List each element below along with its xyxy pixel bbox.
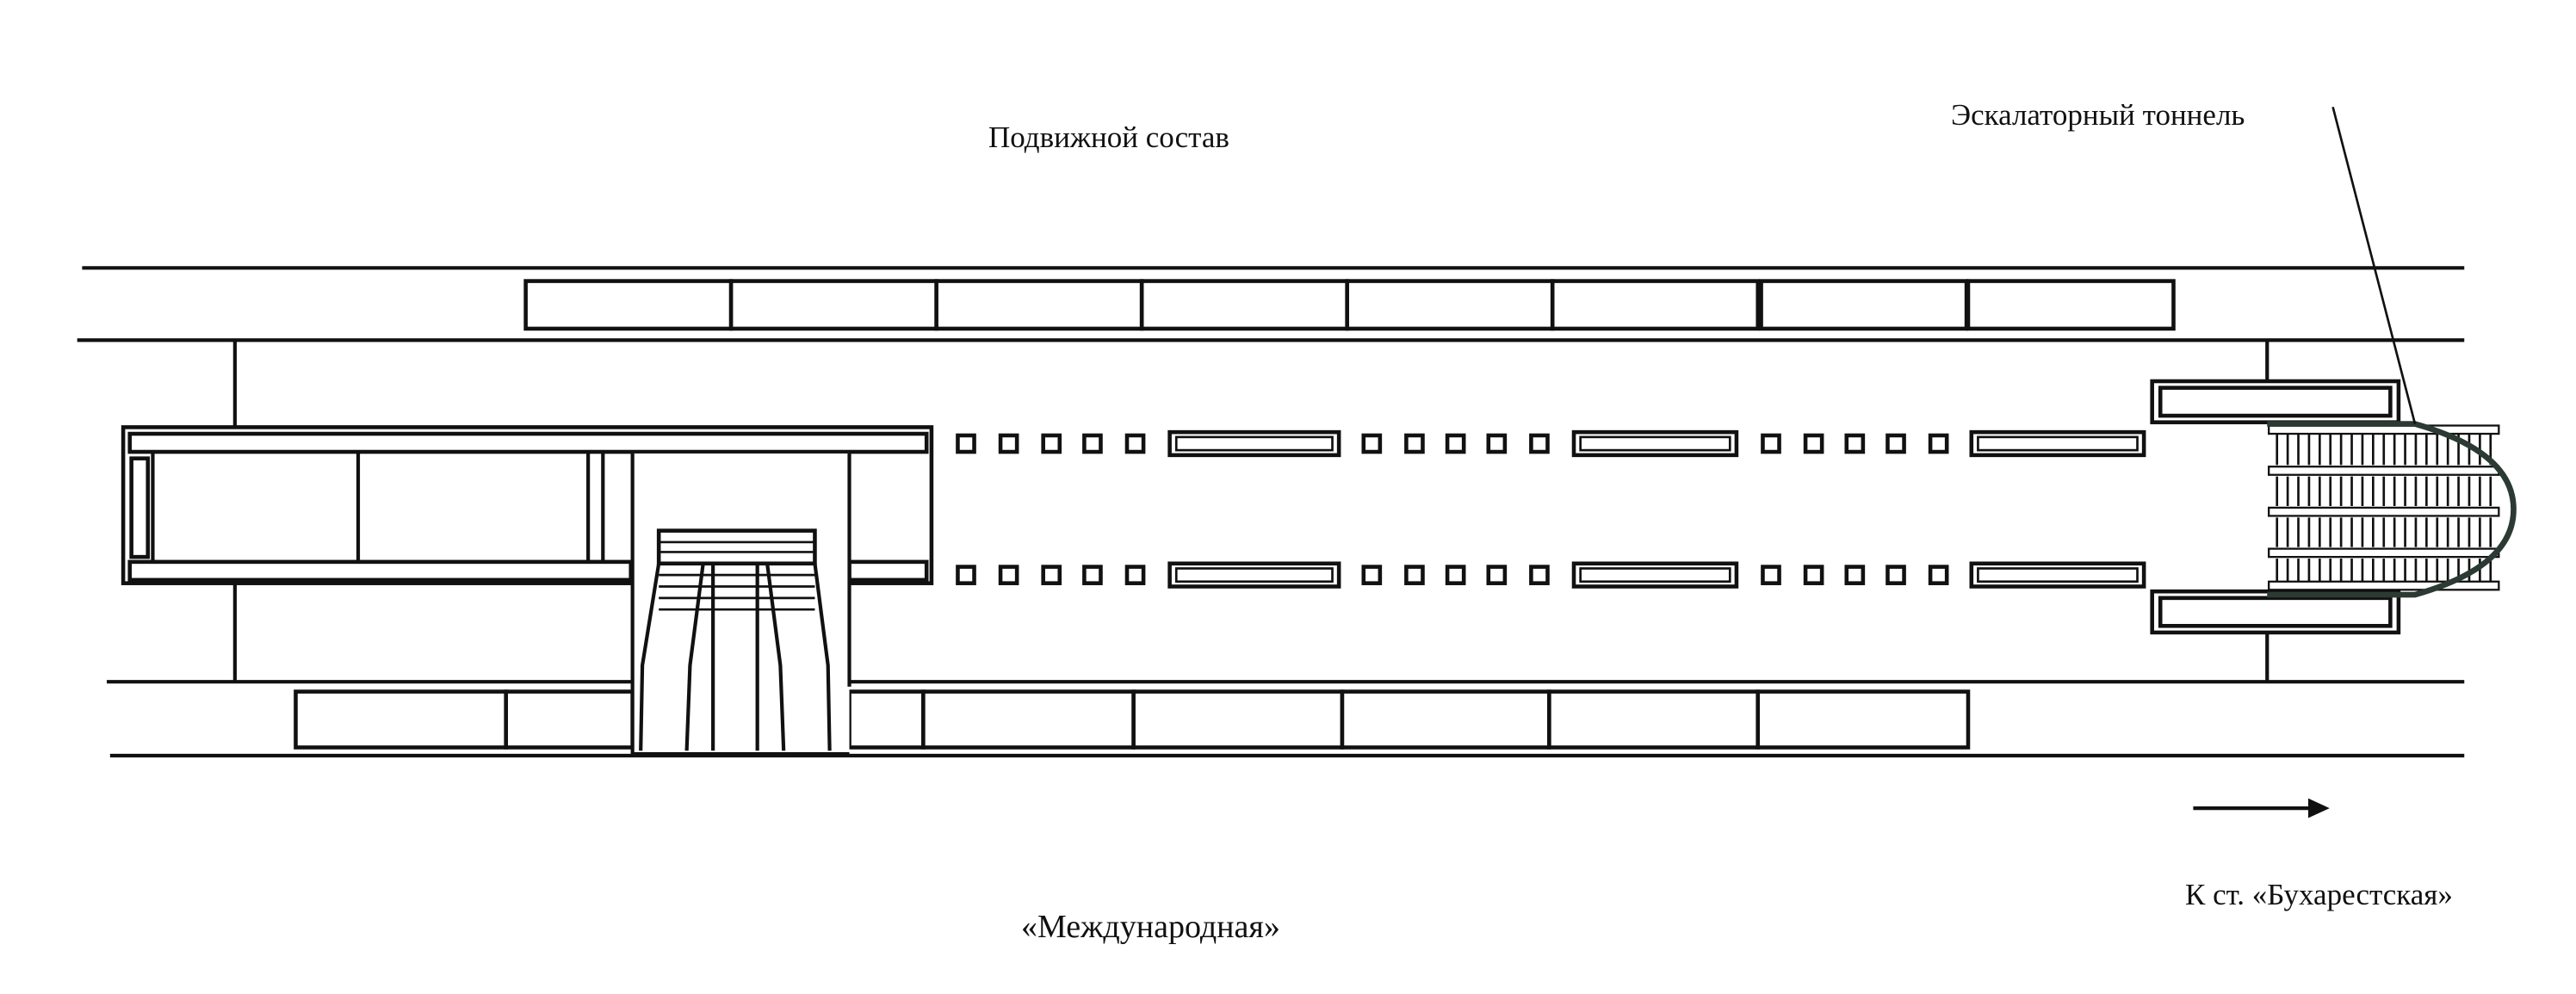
column xyxy=(1361,565,1383,585)
column xyxy=(956,433,976,454)
column xyxy=(1928,433,1949,454)
train-car xyxy=(921,689,1136,750)
train-car xyxy=(1547,689,1761,750)
column xyxy=(1529,433,1550,454)
bench xyxy=(1167,429,1341,458)
bench xyxy=(1969,429,2146,458)
train-car xyxy=(504,689,635,750)
connectors xyxy=(232,340,2269,682)
column xyxy=(1844,565,1866,585)
bench-inner xyxy=(1977,567,2139,583)
bench xyxy=(1167,561,1341,589)
column xyxy=(1886,565,1906,585)
escalator-rail xyxy=(2268,466,2500,476)
column xyxy=(1041,565,1062,585)
train-car xyxy=(1756,689,1971,750)
train-car xyxy=(1139,279,1349,331)
track-lines xyxy=(77,266,2465,758)
escalator-tunnel xyxy=(2150,106,2517,635)
escalator-rail xyxy=(2268,547,2500,559)
column xyxy=(1082,565,1103,585)
column xyxy=(956,565,976,585)
column xyxy=(1124,433,1146,454)
train-car xyxy=(523,279,734,331)
column xyxy=(1445,433,1466,454)
bench xyxy=(1571,561,1739,589)
train-car xyxy=(1340,689,1551,750)
column xyxy=(998,433,1019,454)
bench-inner xyxy=(1977,435,2139,452)
column xyxy=(1486,433,1508,454)
bench-inner xyxy=(1579,435,1731,452)
bench xyxy=(1571,429,1739,458)
left-hall xyxy=(121,425,934,585)
column xyxy=(1529,565,1550,585)
train-car xyxy=(934,279,1144,331)
train-car xyxy=(1759,279,1969,331)
rolling-stock-label: Подвижной состав xyxy=(988,120,1229,154)
bench xyxy=(1969,561,2146,589)
column xyxy=(1803,433,1824,454)
stair-block xyxy=(630,453,851,756)
train-car xyxy=(1966,279,2176,331)
column xyxy=(1082,433,1103,454)
column xyxy=(1361,433,1383,454)
train-car xyxy=(1345,279,1555,331)
column xyxy=(1886,433,1906,454)
train-car xyxy=(847,689,926,750)
top-train xyxy=(523,279,2176,331)
train-car xyxy=(728,279,938,331)
bottom-train xyxy=(294,689,1971,750)
column xyxy=(1404,565,1425,585)
train-car xyxy=(1131,689,1345,750)
column xyxy=(1803,565,1824,585)
column xyxy=(998,565,1019,585)
columns-and-benches xyxy=(956,429,2146,589)
bench-inner xyxy=(1579,567,1731,583)
column xyxy=(1761,565,1781,585)
escalator-tunnel-label: Эскалаторный тоннель xyxy=(1951,98,2245,132)
column xyxy=(1761,433,1781,454)
column xyxy=(1404,433,1425,454)
train-car xyxy=(1550,279,1761,331)
column xyxy=(1124,565,1146,585)
bench-inner xyxy=(1174,567,1334,583)
direction-label: К ст. «Бухарестская» xyxy=(2185,878,2453,911)
column xyxy=(1041,433,1062,454)
column xyxy=(1486,565,1508,585)
station-name-label: «Международная» xyxy=(1021,909,1280,945)
column xyxy=(1844,433,1866,454)
column xyxy=(1928,565,1949,585)
escalator-rail xyxy=(2268,580,2500,591)
arrow-right-icon xyxy=(2193,798,2330,818)
bench-inner xyxy=(1174,435,1334,452)
train-car xyxy=(294,689,509,750)
column xyxy=(1445,565,1466,585)
escalator-rail xyxy=(2268,506,2500,517)
